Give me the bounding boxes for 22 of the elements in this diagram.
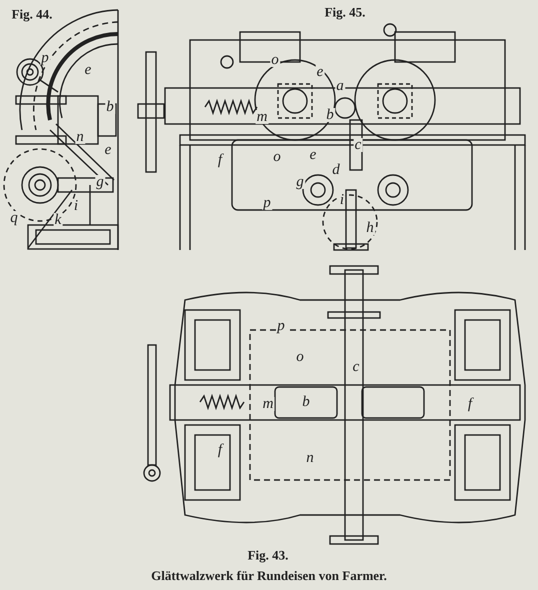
part-letter: q [9,211,19,225]
part-letter: k [54,213,62,227]
figure-caption: Glättwalzwerk für Rundeisen von Farmer. [150,568,388,584]
part-letter: d [331,163,341,177]
part-letter: h [365,221,375,235]
figure-number: Fig. 44. [12,6,52,22]
part-letter: i [72,199,80,213]
part-letter: m [262,397,274,411]
part-letter: b [301,395,311,409]
part-letter: f [216,153,224,167]
part-letter: b [105,100,115,114]
part-letter: f [466,397,474,411]
part-letter: e [316,65,324,79]
part-letter: p [40,51,50,65]
part-letter: b [325,108,335,122]
part-letter: g [95,175,105,189]
part-letter: f [216,443,224,457]
part-letter: m [256,110,268,124]
part-letter: c [354,138,362,152]
figure-number: Fig. 43. [248,548,288,562]
part-letter: i [338,193,346,207]
figure-number: Fig. 45. [324,4,366,20]
